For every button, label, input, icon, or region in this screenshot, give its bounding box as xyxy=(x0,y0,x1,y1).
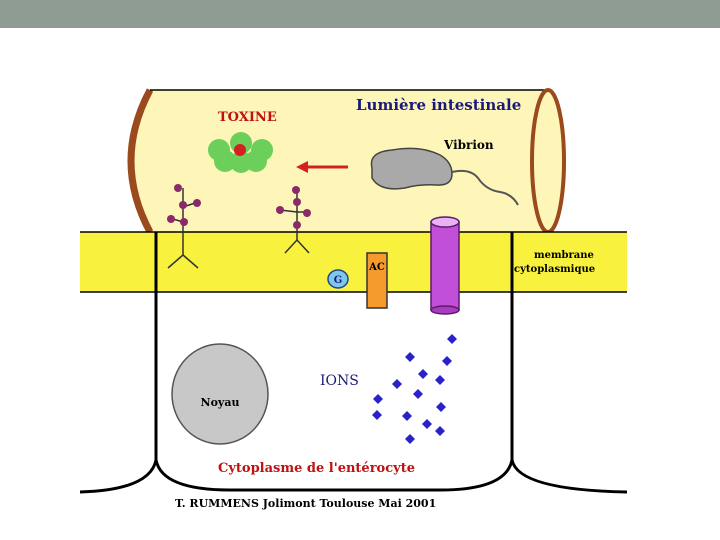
g-protein xyxy=(327,269,349,289)
adenylate-cyclase xyxy=(366,252,388,309)
membrane-label-line2: cytoplasmique xyxy=(514,264,595,275)
cytoplasme-label: Cytoplasme de l'entérocyte xyxy=(218,461,415,476)
credit-label: T. RUMMENS Jolimont Toulouse Mai 2001 xyxy=(175,497,436,510)
receptor-left xyxy=(167,184,201,269)
receptor-right xyxy=(276,186,311,254)
membrane-label-line1: membrane xyxy=(534,250,594,261)
toxine-label: TOXINE xyxy=(218,110,277,125)
vibrio-bacterium xyxy=(370,147,519,206)
noyau-label: Noyau xyxy=(201,396,240,409)
ions-label: IONS xyxy=(320,373,359,389)
left-arrow-icon xyxy=(296,161,348,173)
header-bar xyxy=(0,0,720,28)
nucleus xyxy=(171,343,269,445)
enterocyte-outline xyxy=(79,232,628,494)
ion-channel xyxy=(430,216,460,315)
toxin-molecule xyxy=(208,132,273,173)
ac-label: AC xyxy=(368,262,385,273)
intestinal-lumen xyxy=(127,88,566,234)
vibrion-label: Vibrion xyxy=(443,138,494,152)
ions xyxy=(372,334,457,444)
cytoplasmic-membrane xyxy=(80,232,627,292)
g-label: G xyxy=(334,275,343,286)
lumiere-label: Lumière intestinale xyxy=(356,96,521,114)
